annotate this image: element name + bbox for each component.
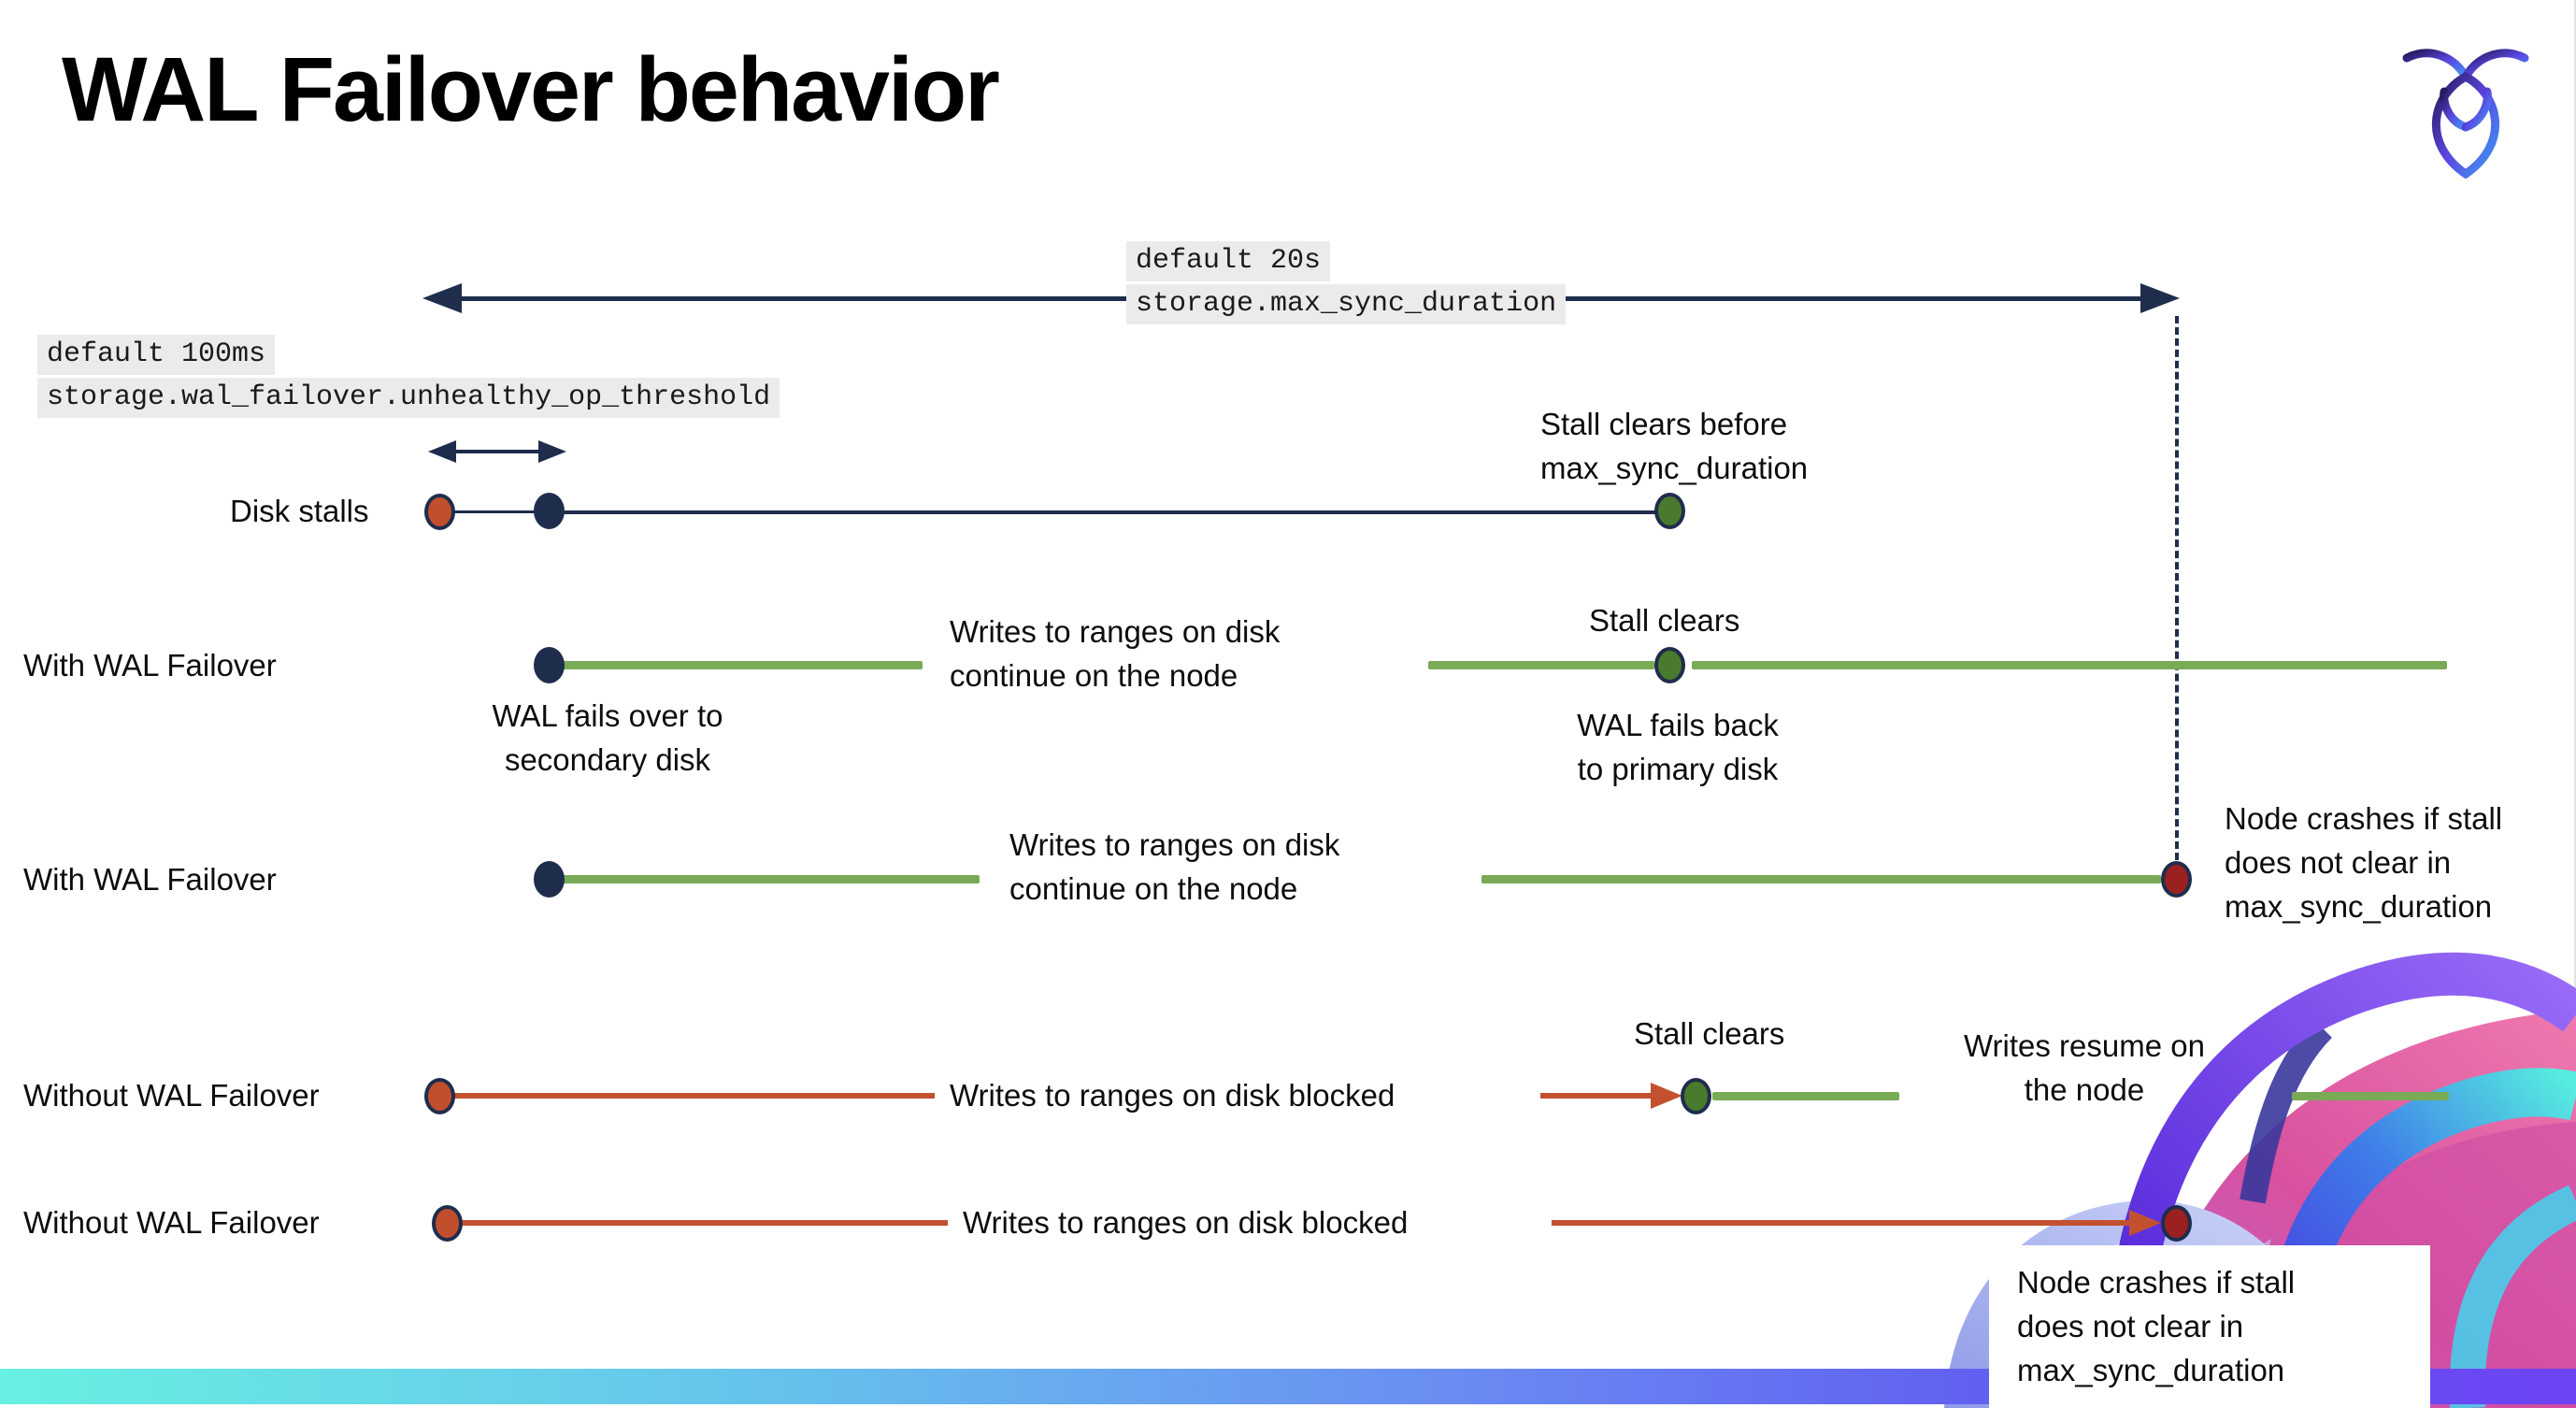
- writes-resume-line-1: [1712, 1092, 1899, 1100]
- writes-continue-annotation-2: Writes to ranges on disk continue on the…: [1009, 827, 1340, 906]
- row-label-with-wal-failover-2: With WAL Failover: [23, 862, 277, 897]
- blocked-arrowhead-icon-2: [2129, 1210, 2161, 1236]
- row-label-disk-stalls: Disk stalls: [230, 494, 369, 528]
- stall-clears-dot-2: [1654, 647, 1685, 683]
- wal-failover-dot: [534, 647, 565, 683]
- max-sync-default-chip: default 20s: [1126, 241, 1331, 281]
- writes-blocked-line-3: [462, 1220, 948, 1226]
- stall-clears-before-annotation: Stall clears before max_sync_duration: [1540, 407, 1809, 485]
- node-crash-dot-2: [2161, 1205, 2192, 1242]
- arrowhead-left-icon: [422, 283, 462, 313]
- disk-stall-start-dot: [424, 494, 455, 530]
- writes-blocked-line-2: [1540, 1093, 1654, 1099]
- cockroach-logo-icon: [2402, 49, 2529, 179]
- disk-stall-dot-3: [432, 1205, 463, 1242]
- writes-blocked-annotation-2: Writes to ranges on disk blocked: [963, 1205, 1409, 1240]
- wal-fails-over-annotation: WAL fails over to secondary disk: [492, 698, 723, 777]
- writes-resume-line-2: [2292, 1092, 2449, 1100]
- stall-timeline-line: [561, 510, 1659, 514]
- unhealthy-op-threshold-label: default 100ms storage.wal_failover.unhea…: [37, 335, 780, 418]
- arrowhead-right-icon: [2140, 283, 2180, 313]
- row-label-without-wal-failover-2: Without WAL Failover: [23, 1205, 320, 1240]
- threshold-arrow-line: [441, 450, 555, 453]
- writes-blocked-line-4: [1552, 1220, 2129, 1226]
- stall-clears-dot-3: [1681, 1078, 1711, 1114]
- max-sync-deadline-dashed-line: [2175, 316, 2179, 860]
- max-sync-duration-label: default 20s storage.max_sync_duration: [1126, 241, 1567, 324]
- disk-stall-dot-2: [424, 1078, 455, 1114]
- wal-failover-dot-2: [534, 861, 565, 898]
- threshold-arrowhead-left-icon: [428, 440, 456, 463]
- writes-blocked-annotation-1: Writes to ranges on disk blocked: [950, 1078, 1395, 1113]
- row-label-with-wal-failover-1: With WAL Failover: [23, 648, 277, 682]
- writes-blocked-line-1: [454, 1093, 935, 1099]
- node-crash-dot-1: [2161, 861, 2192, 898]
- writes-continue-line-3: [1692, 661, 2447, 669]
- threshold-arrowhead-right-icon: [538, 440, 566, 463]
- failover-trigger-dot: [534, 493, 565, 529]
- unhealthy-op-default-chip: default 100ms: [37, 335, 276, 375]
- node-crashes-annotation-2: Node crashes if stall does not clear in …: [2017, 1265, 2296, 1387]
- node-crashes-annotation-1: Node crashes if stall does not clear in …: [2225, 801, 2503, 924]
- stall-clears-annotation-1: Stall clears: [1589, 603, 1740, 638]
- max-sync-setting-chip: storage.max_sync_duration: [1126, 284, 1567, 324]
- writes-continue-line-2: [1428, 661, 1654, 669]
- row-label-without-wal-failover-1: Without WAL Failover: [23, 1078, 320, 1113]
- stall-threshold-segment: [452, 510, 550, 513]
- stall-clears-dot: [1654, 493, 1685, 529]
- stall-clears-annotation-2: Stall clears: [1634, 1016, 1785, 1051]
- writes-continue-line-4: [563, 875, 980, 884]
- page-title: WAL Failover behavior: [62, 38, 1000, 140]
- writes-continue-line-5: [1481, 875, 2161, 884]
- wal-fails-back-annotation: WAL fails back to primary disk: [1577, 708, 1779, 786]
- writes-continue-annotation-1: Writes to ranges on disk continue on the…: [950, 614, 1281, 693]
- node-crashes-callout-box: Node crashes if stall does not clear in …: [1989, 1245, 2430, 1408]
- writes-resume-annotation: Writes resume on the node: [1964, 1028, 2205, 1107]
- blocked-arrowhead-icon-1: [1651, 1083, 1682, 1109]
- writes-continue-line-1: [563, 661, 923, 669]
- unhealthy-op-setting-chip: storage.wal_failover.unhealthy_op_thresh…: [37, 378, 780, 418]
